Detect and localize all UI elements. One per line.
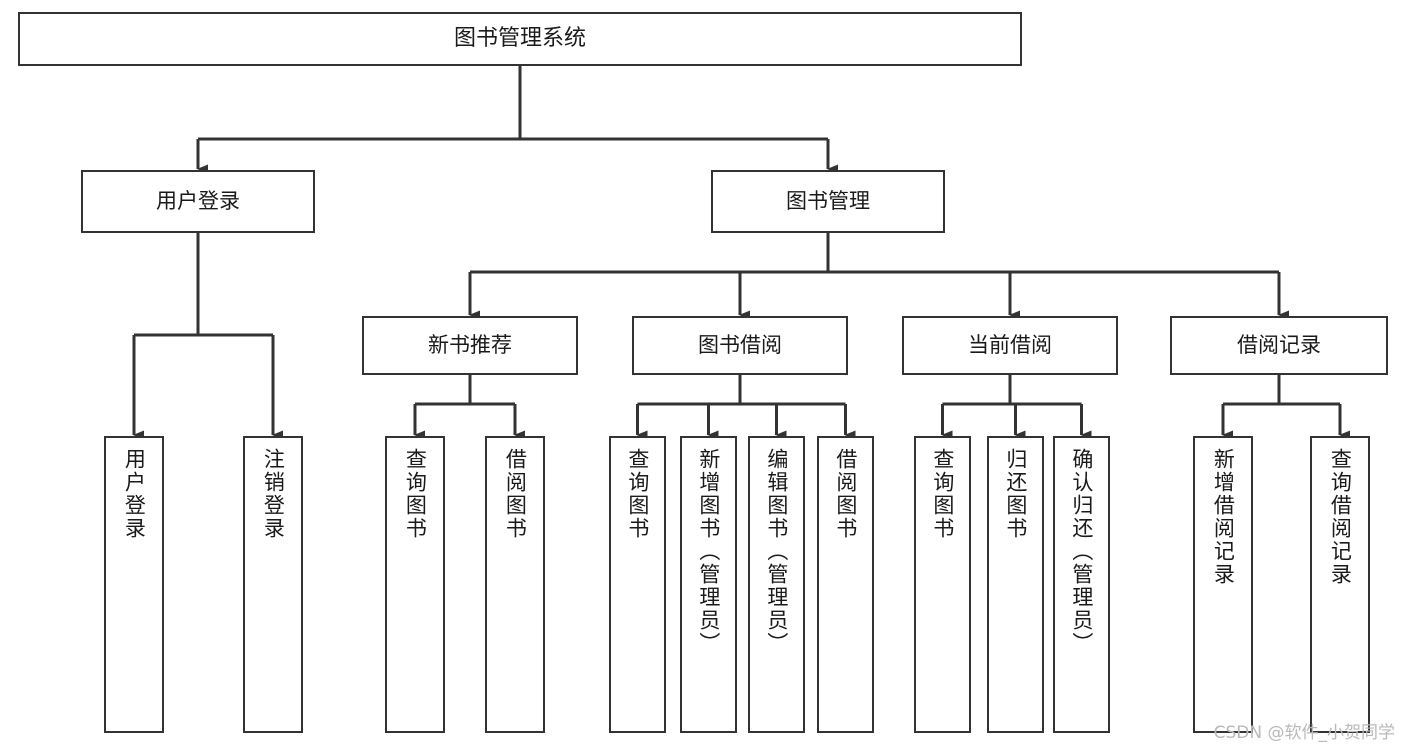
- node-label: 归还图书: [1003, 448, 1028, 540]
- node-label: 查询图书: [930, 448, 955, 540]
- node-new_book_rec[interactable]: 新书推荐: [362, 316, 578, 375]
- node-label: 查询图书: [625, 448, 650, 540]
- node-current_borrow[interactable]: 当前借阅: [902, 316, 1118, 375]
- node-root-图书管理系统[interactable]: 图书管理系统: [18, 12, 1022, 66]
- node-label: 图书管理系统: [453, 26, 586, 52]
- node-leaf_edit_book[interactable]: 编辑图书（管理员）: [748, 436, 805, 733]
- node-leaf_user_login[interactable]: 用户登录: [104, 436, 164, 733]
- node-label: 借阅记录: [1237, 333, 1321, 358]
- node-label: 编辑图书（管理员）: [764, 448, 789, 655]
- node-book_manage[interactable]: 图书管理: [711, 170, 945, 233]
- node-borrow_record[interactable]: 借阅记录: [1170, 316, 1388, 375]
- node-label: 新书推荐: [428, 333, 512, 358]
- node-leaf_query_book_rec[interactable]: 查询图书: [385, 436, 445, 733]
- node-label: 借阅图书: [503, 448, 528, 540]
- node-label: 当前借阅: [968, 333, 1052, 358]
- node-leaf_add_book[interactable]: 新增图书（管理员）: [680, 436, 737, 733]
- node-leaf_query_book_c[interactable]: 查询图书: [914, 436, 971, 733]
- node-leaf_borrow_book_rec[interactable]: 借阅图书: [485, 436, 545, 733]
- node-label: 注销登录: [261, 448, 286, 540]
- node-user_login[interactable]: 用户登录: [81, 170, 315, 233]
- node-label: 查询借阅记录: [1328, 448, 1353, 586]
- node-label: 查询图书: [403, 448, 428, 540]
- node-book_borrow[interactable]: 图书借阅: [632, 316, 848, 375]
- node-leaf_return_book[interactable]: 归还图书: [987, 436, 1044, 733]
- node-label: 新增图书（管理员）: [696, 448, 721, 655]
- node-leaf_add_record[interactable]: 新增借阅记录: [1193, 436, 1253, 733]
- node-label: 图书管理: [786, 189, 870, 214]
- watermark-label: CSDN @软件_小贺同学: [1213, 723, 1395, 743]
- node-leaf_borrow_book_b[interactable]: 借阅图书: [817, 436, 874, 733]
- node-leaf_query_book_b[interactable]: 查询图书: [609, 436, 666, 733]
- node-leaf_confirm_return[interactable]: 确认归还（管理员）: [1053, 436, 1110, 733]
- node-leaf_user_logout[interactable]: 注销登录: [243, 436, 303, 733]
- node-label: 借阅图书: [833, 448, 858, 540]
- node-label: 确认归还（管理员）: [1069, 448, 1094, 655]
- node-label: 图书借阅: [698, 333, 782, 358]
- node-label: 用户登录: [156, 189, 240, 214]
- node-label: 新增借阅记录: [1211, 448, 1236, 586]
- node-leaf_query_record[interactable]: 查询借阅记录: [1310, 436, 1370, 733]
- node-label: 用户登录: [122, 448, 147, 540]
